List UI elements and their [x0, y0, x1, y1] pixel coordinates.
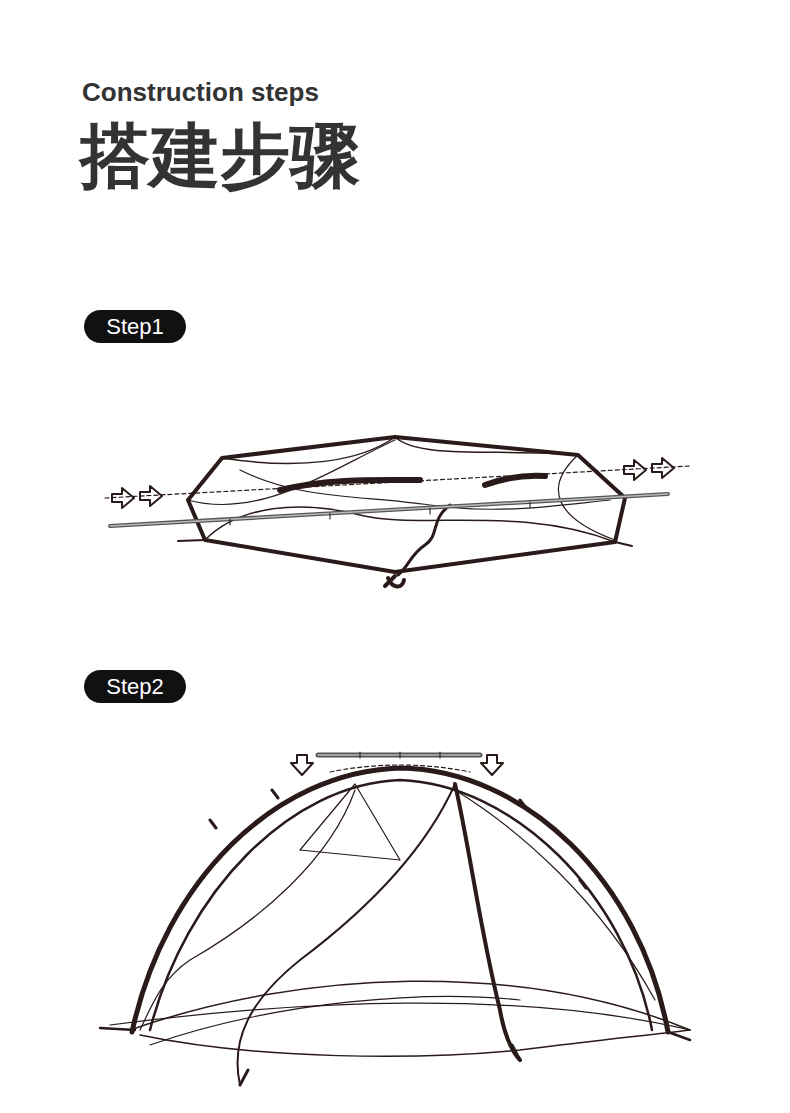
- subtitle: Construction steps: [82, 78, 319, 107]
- step-badge: Step2: [84, 670, 186, 703]
- step-label: Step2: [106, 676, 164, 698]
- step-badge: Step1: [84, 310, 186, 343]
- step-label: Step1: [106, 316, 164, 338]
- dome-tent: [100, 752, 690, 1085]
- flat-tent: [105, 437, 690, 587]
- page-title: 搭建步骤: [80, 118, 360, 195]
